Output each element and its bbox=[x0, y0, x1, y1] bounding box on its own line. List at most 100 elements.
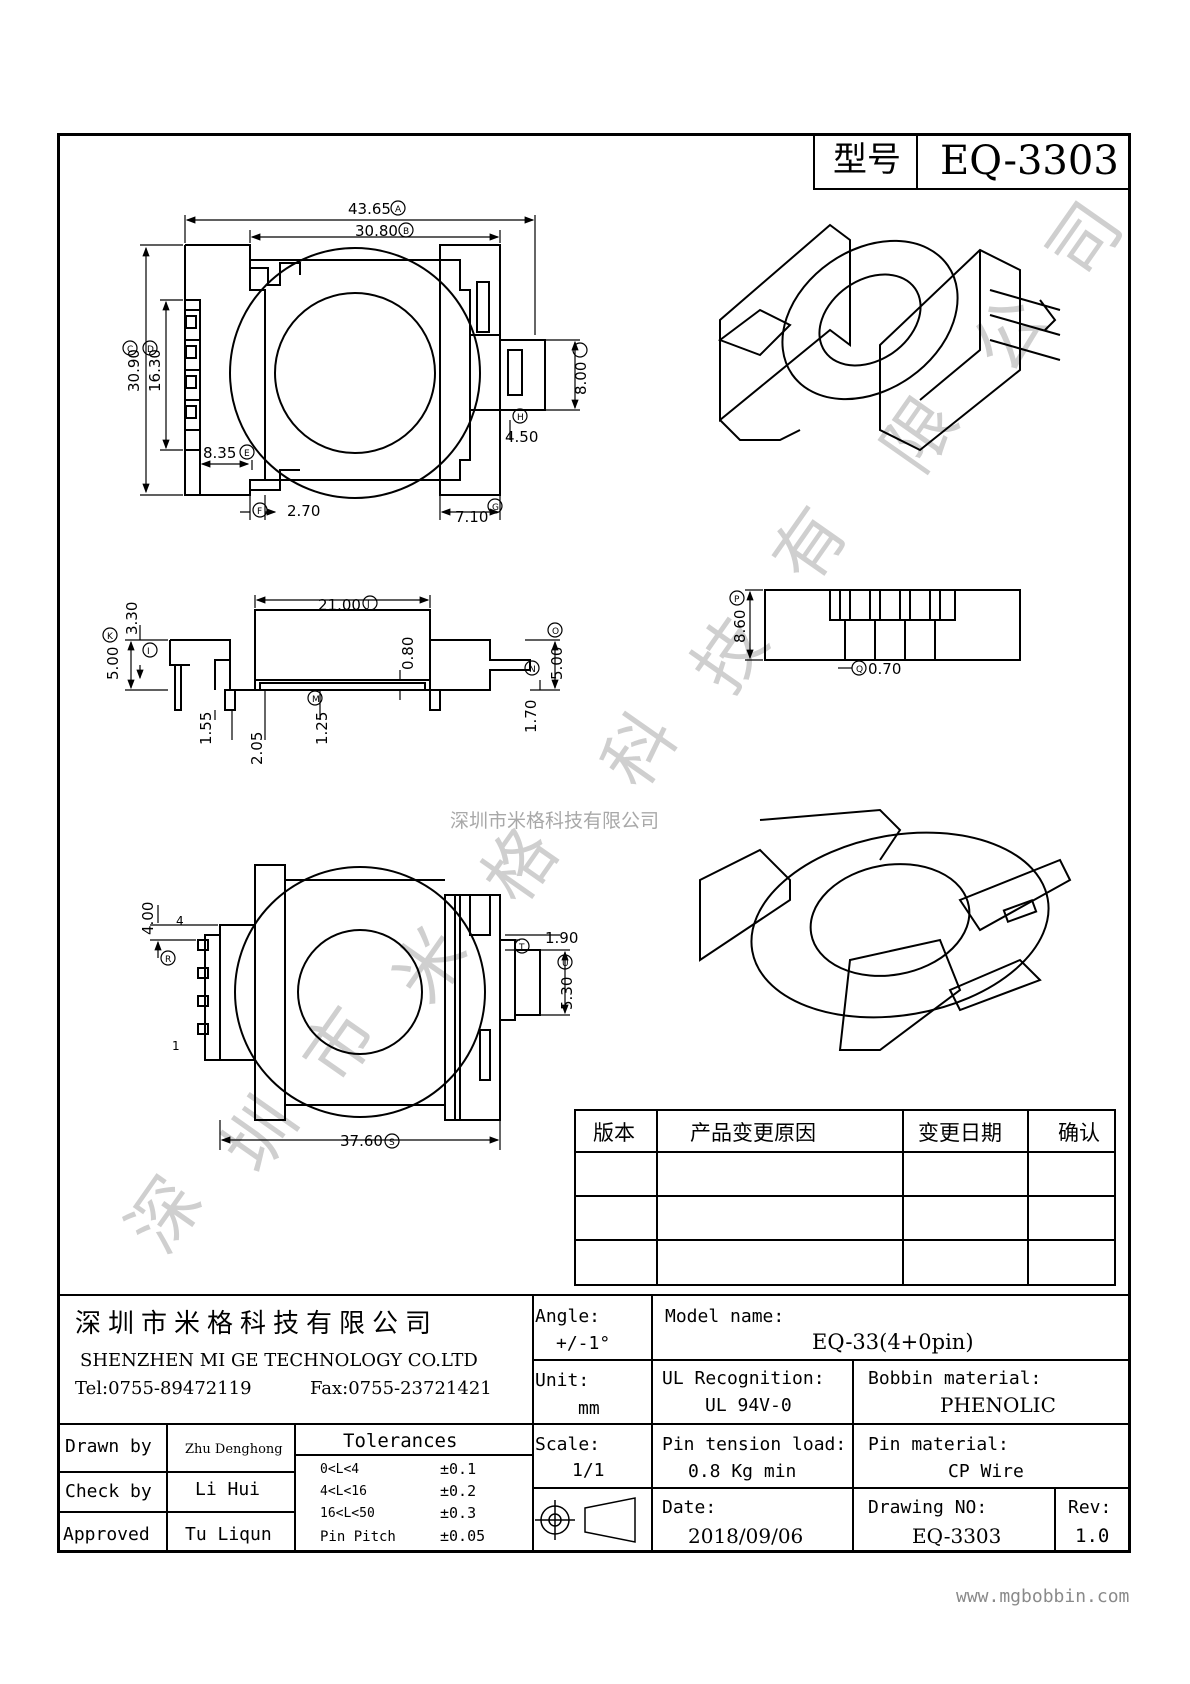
dim-7-10: 7.10 bbox=[455, 508, 488, 526]
mark-p: P bbox=[734, 595, 740, 605]
tolerances-title: Tolerances bbox=[343, 1430, 458, 1452]
unit-value: mm bbox=[578, 1398, 600, 1419]
dim-1-70: 1.70 bbox=[522, 700, 540, 733]
dim-0-70: 0.70 bbox=[868, 660, 901, 678]
isometric-bottom bbox=[699, 808, 1072, 1051]
dim-21-00: 21.00 bbox=[318, 596, 361, 614]
mark-t: T bbox=[518, 943, 525, 953]
dim-1-55: 1.55 bbox=[197, 712, 215, 745]
drawing-sheet-border bbox=[57, 133, 1131, 1553]
company-name-en: SHENZHEN MI GE TECHNOLOGY CO.LTD bbox=[80, 1350, 478, 1371]
dim-2-70: 2.70 bbox=[287, 502, 320, 520]
date-label: Date: bbox=[662, 1497, 717, 1518]
tolerance-range: 4<L<16 bbox=[320, 1484, 367, 1499]
top-view bbox=[140, 215, 580, 520]
model-label: 型号 bbox=[833, 140, 901, 180]
dim-8-00: 8.00 bbox=[572, 362, 590, 395]
company-fax: Fax:0755-23721421 bbox=[310, 1378, 492, 1399]
dim-43-65: 43.65 bbox=[348, 200, 391, 218]
scale-value: 1/1 bbox=[572, 1460, 605, 1481]
revision-table-lines bbox=[574, 1109, 1116, 1286]
check-by-label: Check by bbox=[65, 1481, 152, 1502]
mark-g: G bbox=[492, 503, 499, 513]
mark-d: D bbox=[147, 345, 154, 355]
side-view bbox=[125, 595, 560, 740]
tolerance-value: ±0.1 bbox=[440, 1460, 477, 1478]
company-watermark-text: 深圳市米格科技有限公司 bbox=[450, 810, 660, 832]
angle-label: Angle: bbox=[535, 1306, 601, 1327]
mark-a: A bbox=[395, 205, 402, 215]
dim-5-00-left: 5.00 bbox=[104, 647, 122, 680]
mark-i: I bbox=[147, 647, 150, 657]
revision-header-confirm: 确认 bbox=[1058, 1121, 1100, 1145]
model-name-label: Model name: bbox=[665, 1306, 785, 1327]
drawing-no-value: EQ-3303 bbox=[912, 1524, 1002, 1548]
mark-s: S bbox=[389, 1138, 395, 1148]
tolerance-range: Pin Pitch bbox=[320, 1529, 396, 1545]
mark-h: H bbox=[517, 413, 524, 423]
approved-label: Approved bbox=[63, 1524, 150, 1545]
drawn-by-label: Drawn by bbox=[65, 1436, 152, 1457]
dim-4-50: 4.50 bbox=[505, 428, 538, 446]
tolerance-range: 0<L<4 bbox=[320, 1462, 360, 1477]
reference-circles bbox=[102, 200, 867, 1149]
tolerance-range: 16<L<50 bbox=[320, 1506, 375, 1521]
bobbin-material-label: Bobbin material: bbox=[868, 1368, 1042, 1389]
bobbin-material-value: PHENOLIC bbox=[940, 1393, 1056, 1417]
drawn-by-value: Zhu Denghong bbox=[185, 1442, 283, 1457]
mark-e: E bbox=[244, 449, 250, 459]
dim-3-30: 3.30 bbox=[123, 602, 141, 635]
mark-j: J bbox=[366, 600, 370, 610]
bottom-view bbox=[150, 864, 570, 1150]
check-by-value: Li Hui bbox=[195, 1479, 261, 1500]
mark-f: F bbox=[257, 507, 262, 517]
dim-5-00-right: 5.00 bbox=[548, 647, 566, 680]
tolerance-value: ±0.05 bbox=[440, 1527, 486, 1545]
mark-u: U bbox=[562, 959, 569, 969]
mark-k: K bbox=[107, 632, 114, 642]
pin-material-value: CP Wire bbox=[948, 1461, 1024, 1482]
company-tel: Tel:0755-89472119 bbox=[75, 1378, 252, 1399]
pin-view bbox=[745, 589, 1021, 669]
projection-symbol bbox=[535, 1497, 636, 1543]
pin-tension-value: 0.8 Kg min bbox=[688, 1461, 797, 1482]
scale-label: Scale: bbox=[535, 1434, 601, 1455]
dim-1-25: 1.25 bbox=[313, 712, 331, 745]
website-link[interactable]: www.mgbobbin.com bbox=[956, 1586, 1130, 1607]
tolerance-value: ±0.2 bbox=[440, 1482, 477, 1500]
dim-5-30: 5.30 bbox=[558, 977, 576, 1010]
pin-material-label: Pin material: bbox=[868, 1434, 1009, 1455]
dim-30-90: 30.90 bbox=[125, 349, 143, 392]
model-name-value: EQ-33(4+0pin) bbox=[812, 1330, 974, 1354]
revision-header-version: 版本 bbox=[593, 1121, 635, 1145]
dim-1-90: 1.90 bbox=[545, 929, 578, 947]
revision-header-reason: 产品变更原因 bbox=[690, 1121, 816, 1145]
dim-8-60: 8.60 bbox=[731, 610, 749, 643]
mark-q: Q bbox=[856, 665, 863, 675]
dim-2-05: 2.05 bbox=[248, 732, 266, 765]
isometric-top bbox=[717, 223, 1061, 452]
pin-1-label: 1 bbox=[172, 1039, 180, 1053]
company-name-cn: 深圳市米格科技有限公司 bbox=[75, 1309, 439, 1339]
unit-label: Unit: bbox=[535, 1370, 590, 1391]
date-value: 2018/09/06 bbox=[688, 1524, 804, 1548]
pin-4-label: 4 bbox=[176, 914, 184, 928]
mark-r: R bbox=[165, 955, 171, 965]
model-label-cell: 型号 bbox=[813, 133, 918, 190]
mark-b: B bbox=[403, 227, 409, 237]
dim-8-35: 8.35 bbox=[203, 444, 236, 462]
title-block-lines bbox=[57, 1294, 1131, 1553]
mark-m: M bbox=[312, 695, 320, 705]
dim-16-30: 16.30 bbox=[146, 349, 164, 392]
dim-4-00: 4.00 bbox=[139, 902, 157, 935]
dimension-labels: 43.65 A 30.80 B 30.90 C 16.30 D 8.35 E 2… bbox=[104, 200, 901, 1150]
ul-label: UL Recognition: bbox=[662, 1368, 825, 1389]
model-number: EQ-3303 bbox=[940, 138, 1119, 184]
tolerance-value: ±0.3 bbox=[440, 1504, 477, 1522]
rev-label: Rev: bbox=[1068, 1497, 1112, 1518]
model-value-cell: EQ-3303 bbox=[916, 133, 1131, 190]
approved-value: Tu Liqun bbox=[185, 1524, 272, 1545]
drawing-no-label: Drawing NO: bbox=[868, 1497, 988, 1518]
mark-c: C bbox=[127, 345, 133, 355]
mark-o: O bbox=[552, 627, 559, 637]
